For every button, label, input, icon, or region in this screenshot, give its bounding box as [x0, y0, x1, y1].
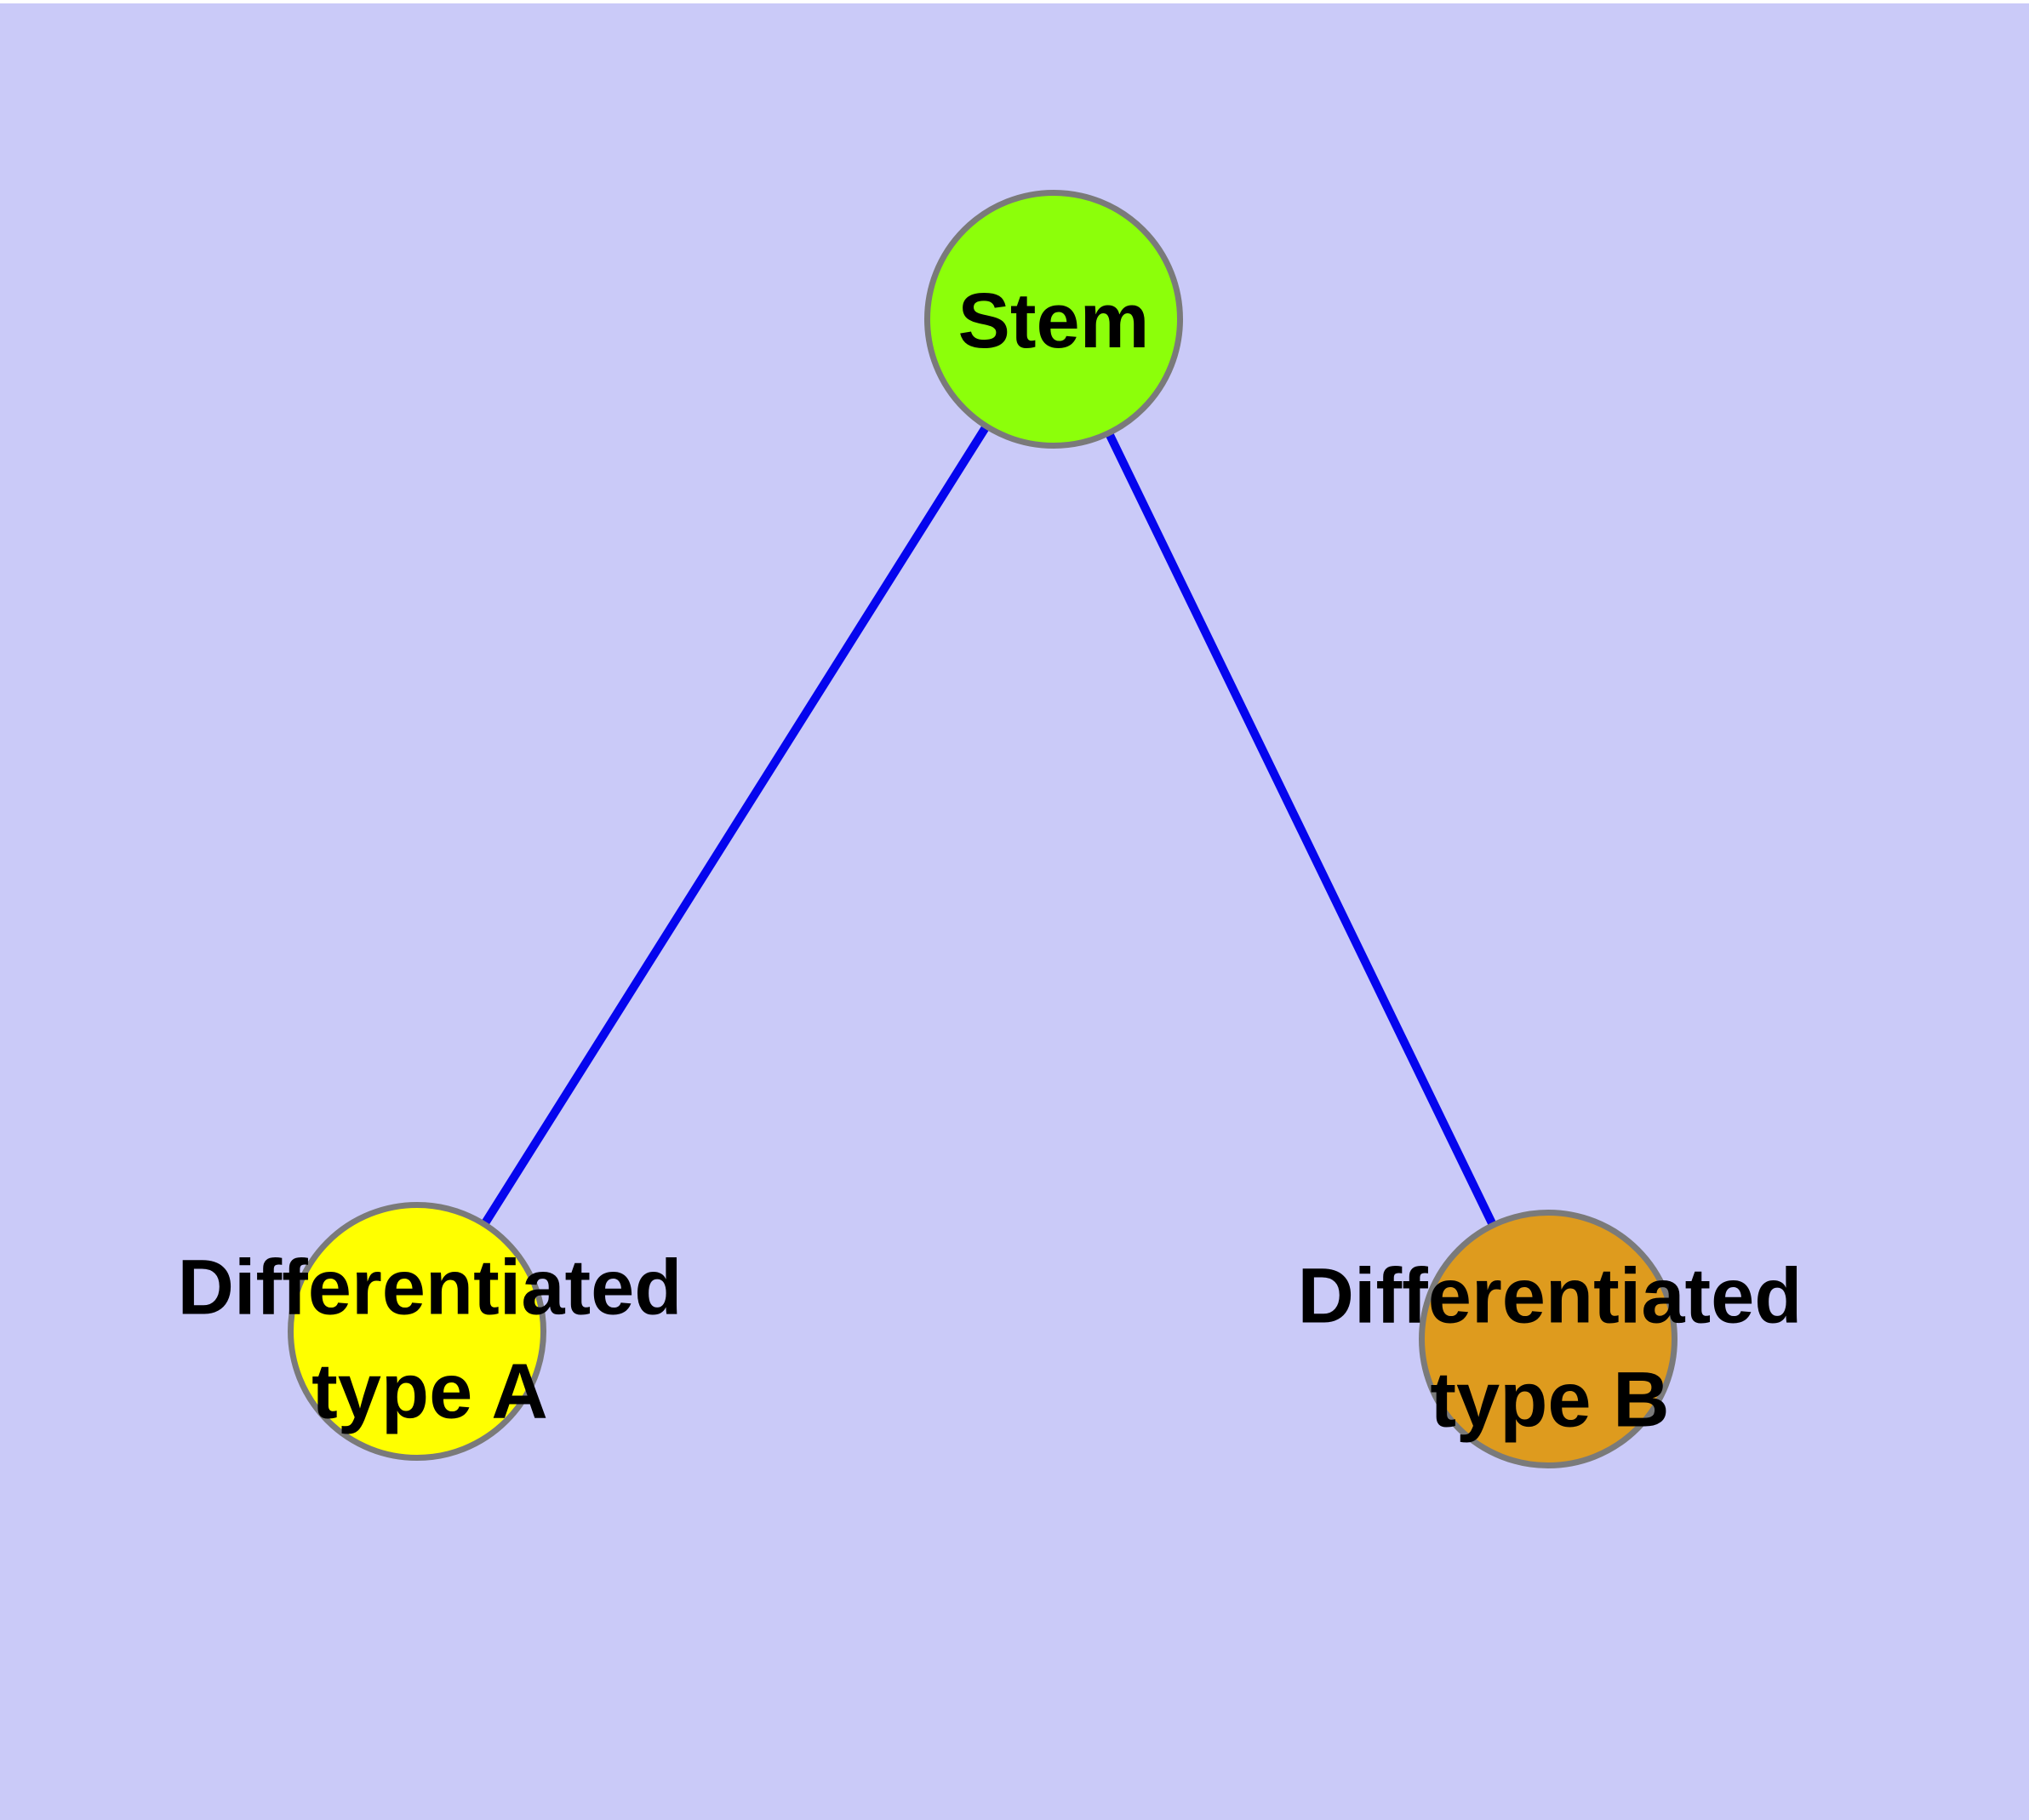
node-differentiated-type-b [1419, 1210, 1677, 1468]
node-stem [924, 190, 1183, 449]
node-label-differentiated-type-b: Differentiated type B [1297, 1252, 1803, 1444]
top-margin-strip [0, 0, 2029, 3]
node-differentiated-type-a [288, 1202, 546, 1461]
node-label-stem: Stem [957, 277, 1150, 364]
node-label-differentiated-type-a: Differentiated type A [177, 1244, 683, 1435]
edge-stem-to-type-b [1049, 315, 1552, 1343]
edge-stem-to-type-a [413, 315, 1058, 1336]
